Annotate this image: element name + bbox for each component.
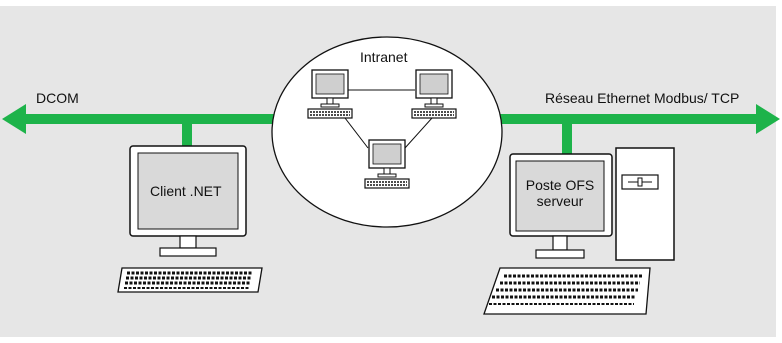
client-dotnet-label: Client .NET bbox=[150, 183, 222, 199]
ofs-server-label: Poste OFS serveur bbox=[516, 177, 604, 209]
bus-arrow-left bbox=[2, 104, 26, 134]
server-keyboard-icon bbox=[483, 267, 651, 315]
intranet-label: Intranet bbox=[360, 49, 408, 65]
intranet-cloud bbox=[271, 36, 503, 228]
intranet-computer-icon bbox=[364, 139, 410, 189]
client-drop-line bbox=[182, 124, 192, 146]
intranet-computer-icon bbox=[307, 69, 353, 119]
intranet-computer-icon bbox=[411, 69, 457, 119]
client-computer-icon bbox=[117, 145, 263, 293]
ofs-server-label-line2: serveur bbox=[536, 193, 584, 209]
ofs-server-label-line1: Poste OFS bbox=[525, 177, 595, 193]
bus-arrow-right bbox=[756, 104, 780, 134]
dcom-label: DCOM bbox=[36, 90, 79, 106]
server-drop-line bbox=[562, 124, 572, 154]
server-workstation-icon bbox=[483, 147, 675, 315]
client-keyboard-icon bbox=[117, 267, 263, 293]
ethernet-network-label: Réseau Ethernet Modbus/ TCP bbox=[545, 90, 740, 106]
